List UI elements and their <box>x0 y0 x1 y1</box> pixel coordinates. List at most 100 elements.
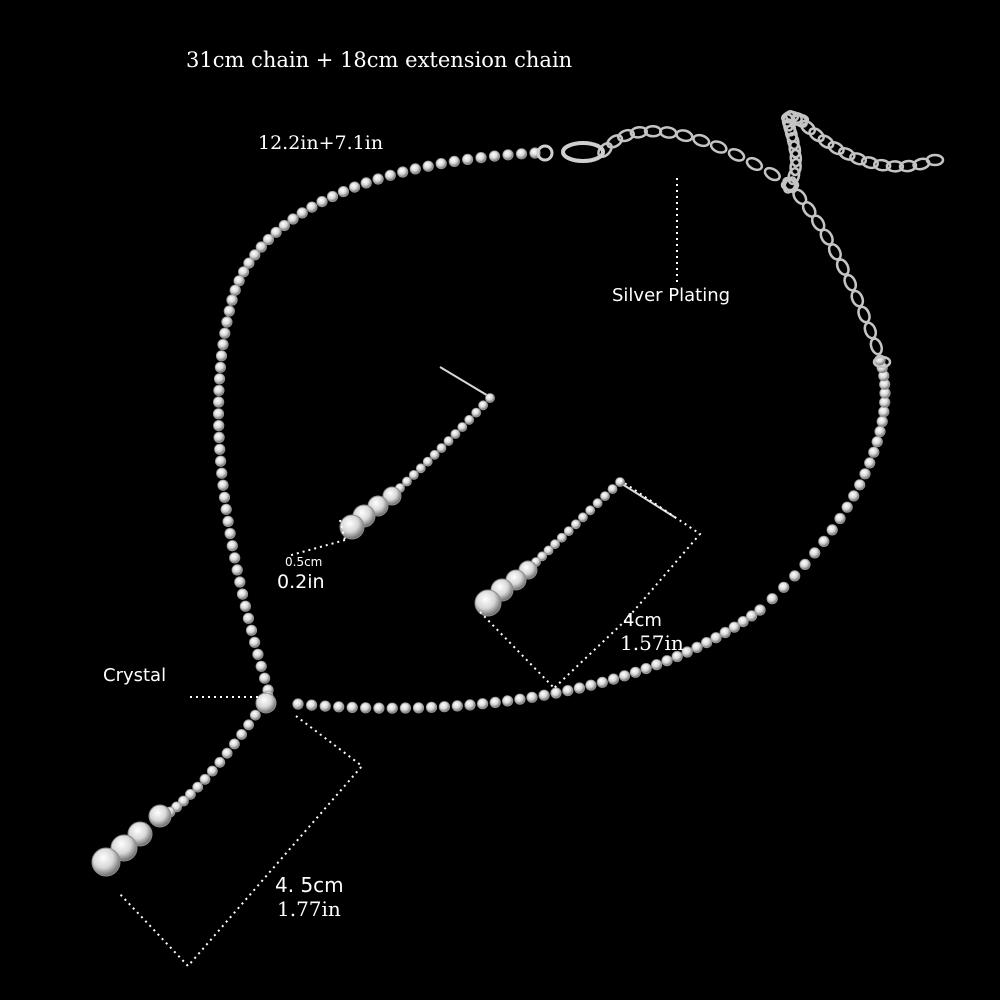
crystal-stone <box>316 196 328 208</box>
crystal-stone <box>543 545 554 556</box>
crystal-stone <box>578 512 588 523</box>
crystal-stone <box>382 486 402 506</box>
crystal-stone <box>515 148 528 160</box>
pendant-length-metric-label: 4. 5cm <box>275 873 344 897</box>
chain-link <box>675 129 694 143</box>
crystal-stone <box>386 702 398 714</box>
crystal-stone <box>596 676 608 688</box>
crystal-stone <box>262 233 274 246</box>
crystal-stone <box>245 624 258 636</box>
crystal-stone <box>360 177 372 189</box>
chain-link <box>838 146 856 161</box>
crystal-stone <box>809 547 821 559</box>
crystal-stone <box>229 552 241 564</box>
crystal-stone <box>640 662 652 675</box>
crystal-stone <box>607 484 618 494</box>
chain-link <box>629 125 649 139</box>
crystal-stone <box>224 527 236 540</box>
crystal-stone <box>384 169 396 181</box>
crystal-stone <box>219 327 231 339</box>
chain-link <box>659 126 678 139</box>
crystal-stone <box>287 213 299 225</box>
crystal-stone <box>359 702 372 714</box>
crystal-stone <box>213 396 225 408</box>
crystal-stone <box>585 679 597 691</box>
dimension-lines <box>117 178 702 968</box>
crystal-stone <box>461 153 474 165</box>
crystal-stone <box>239 600 251 612</box>
crystal-stone <box>841 501 853 513</box>
crystal-stone <box>305 699 318 711</box>
crystal-stone <box>222 515 234 528</box>
crystal-stone <box>373 702 385 714</box>
chain-length-imperial-label: 12.2in+7.1in <box>258 132 384 154</box>
chain-link <box>925 153 945 167</box>
chain-link <box>835 258 850 276</box>
crystal-stone <box>306 201 318 213</box>
crystal-stone <box>348 181 361 193</box>
chain-link <box>872 355 892 369</box>
crystal-stone <box>485 393 495 403</box>
crystal-stone <box>650 659 663 671</box>
crystal-stone <box>215 350 228 362</box>
crystal-stone <box>243 257 255 269</box>
crystal-stone <box>91 847 121 877</box>
chain-link <box>860 156 879 170</box>
chain-link <box>727 147 746 162</box>
crystal-stone <box>249 636 261 648</box>
crystal-stone <box>848 490 860 502</box>
chain-length-metric-label: 31cm chain + 18cm extension chain <box>186 48 573 72</box>
crystal-stone <box>710 632 722 644</box>
chain-link <box>782 176 798 194</box>
crystal-stone <box>422 456 433 467</box>
crystal-stone <box>226 294 238 306</box>
chain-link <box>709 140 728 154</box>
crystal-stone <box>296 207 308 219</box>
crystal-stone <box>401 476 412 487</box>
crystal-stone <box>397 166 409 178</box>
chain-link <box>898 159 918 173</box>
crystal-stone <box>615 477 625 487</box>
earring-right <box>474 477 677 617</box>
crystal-stone <box>818 535 830 548</box>
crystal-stone <box>478 400 489 411</box>
crystal-stone <box>868 446 880 458</box>
crystal-stone <box>233 275 245 287</box>
earring-left <box>339 366 495 540</box>
crystal-stone <box>242 612 254 624</box>
chain-link <box>763 166 781 182</box>
chain-link <box>869 337 883 356</box>
chain-link <box>617 128 635 143</box>
crystal-stone <box>691 641 703 654</box>
crystal-stone <box>489 696 501 709</box>
chain-link <box>817 134 835 150</box>
crystal-stone <box>556 532 567 543</box>
crystal-stone <box>415 463 426 474</box>
crystal-stone <box>436 443 447 453</box>
crystal-stone <box>475 152 487 164</box>
crystal-stone <box>148 804 172 828</box>
crystal-stone <box>474 589 502 617</box>
chain-link <box>872 158 892 172</box>
crystal-stone <box>252 648 264 660</box>
crystal-stone <box>292 698 304 710</box>
crystal-stone <box>221 747 233 759</box>
crystal-stone <box>876 415 888 428</box>
crystal-stone <box>231 564 243 576</box>
chain-link <box>787 167 801 186</box>
crystal-stone <box>799 558 811 571</box>
crystal-stone <box>213 373 226 385</box>
crystal-stone <box>212 408 225 420</box>
crystal-stone <box>213 384 225 396</box>
chain-link <box>827 140 845 156</box>
crystal-stone <box>563 526 574 536</box>
crystal-stone <box>550 539 560 550</box>
crystal-stone <box>192 781 204 793</box>
crystal-stone <box>471 407 482 418</box>
crystal-stone <box>826 524 838 536</box>
crystal-stone <box>600 491 610 502</box>
crystal-stone <box>629 666 642 678</box>
crystal-stone <box>464 414 475 425</box>
crystal-stone <box>409 163 421 175</box>
crystal-stone <box>184 788 196 800</box>
